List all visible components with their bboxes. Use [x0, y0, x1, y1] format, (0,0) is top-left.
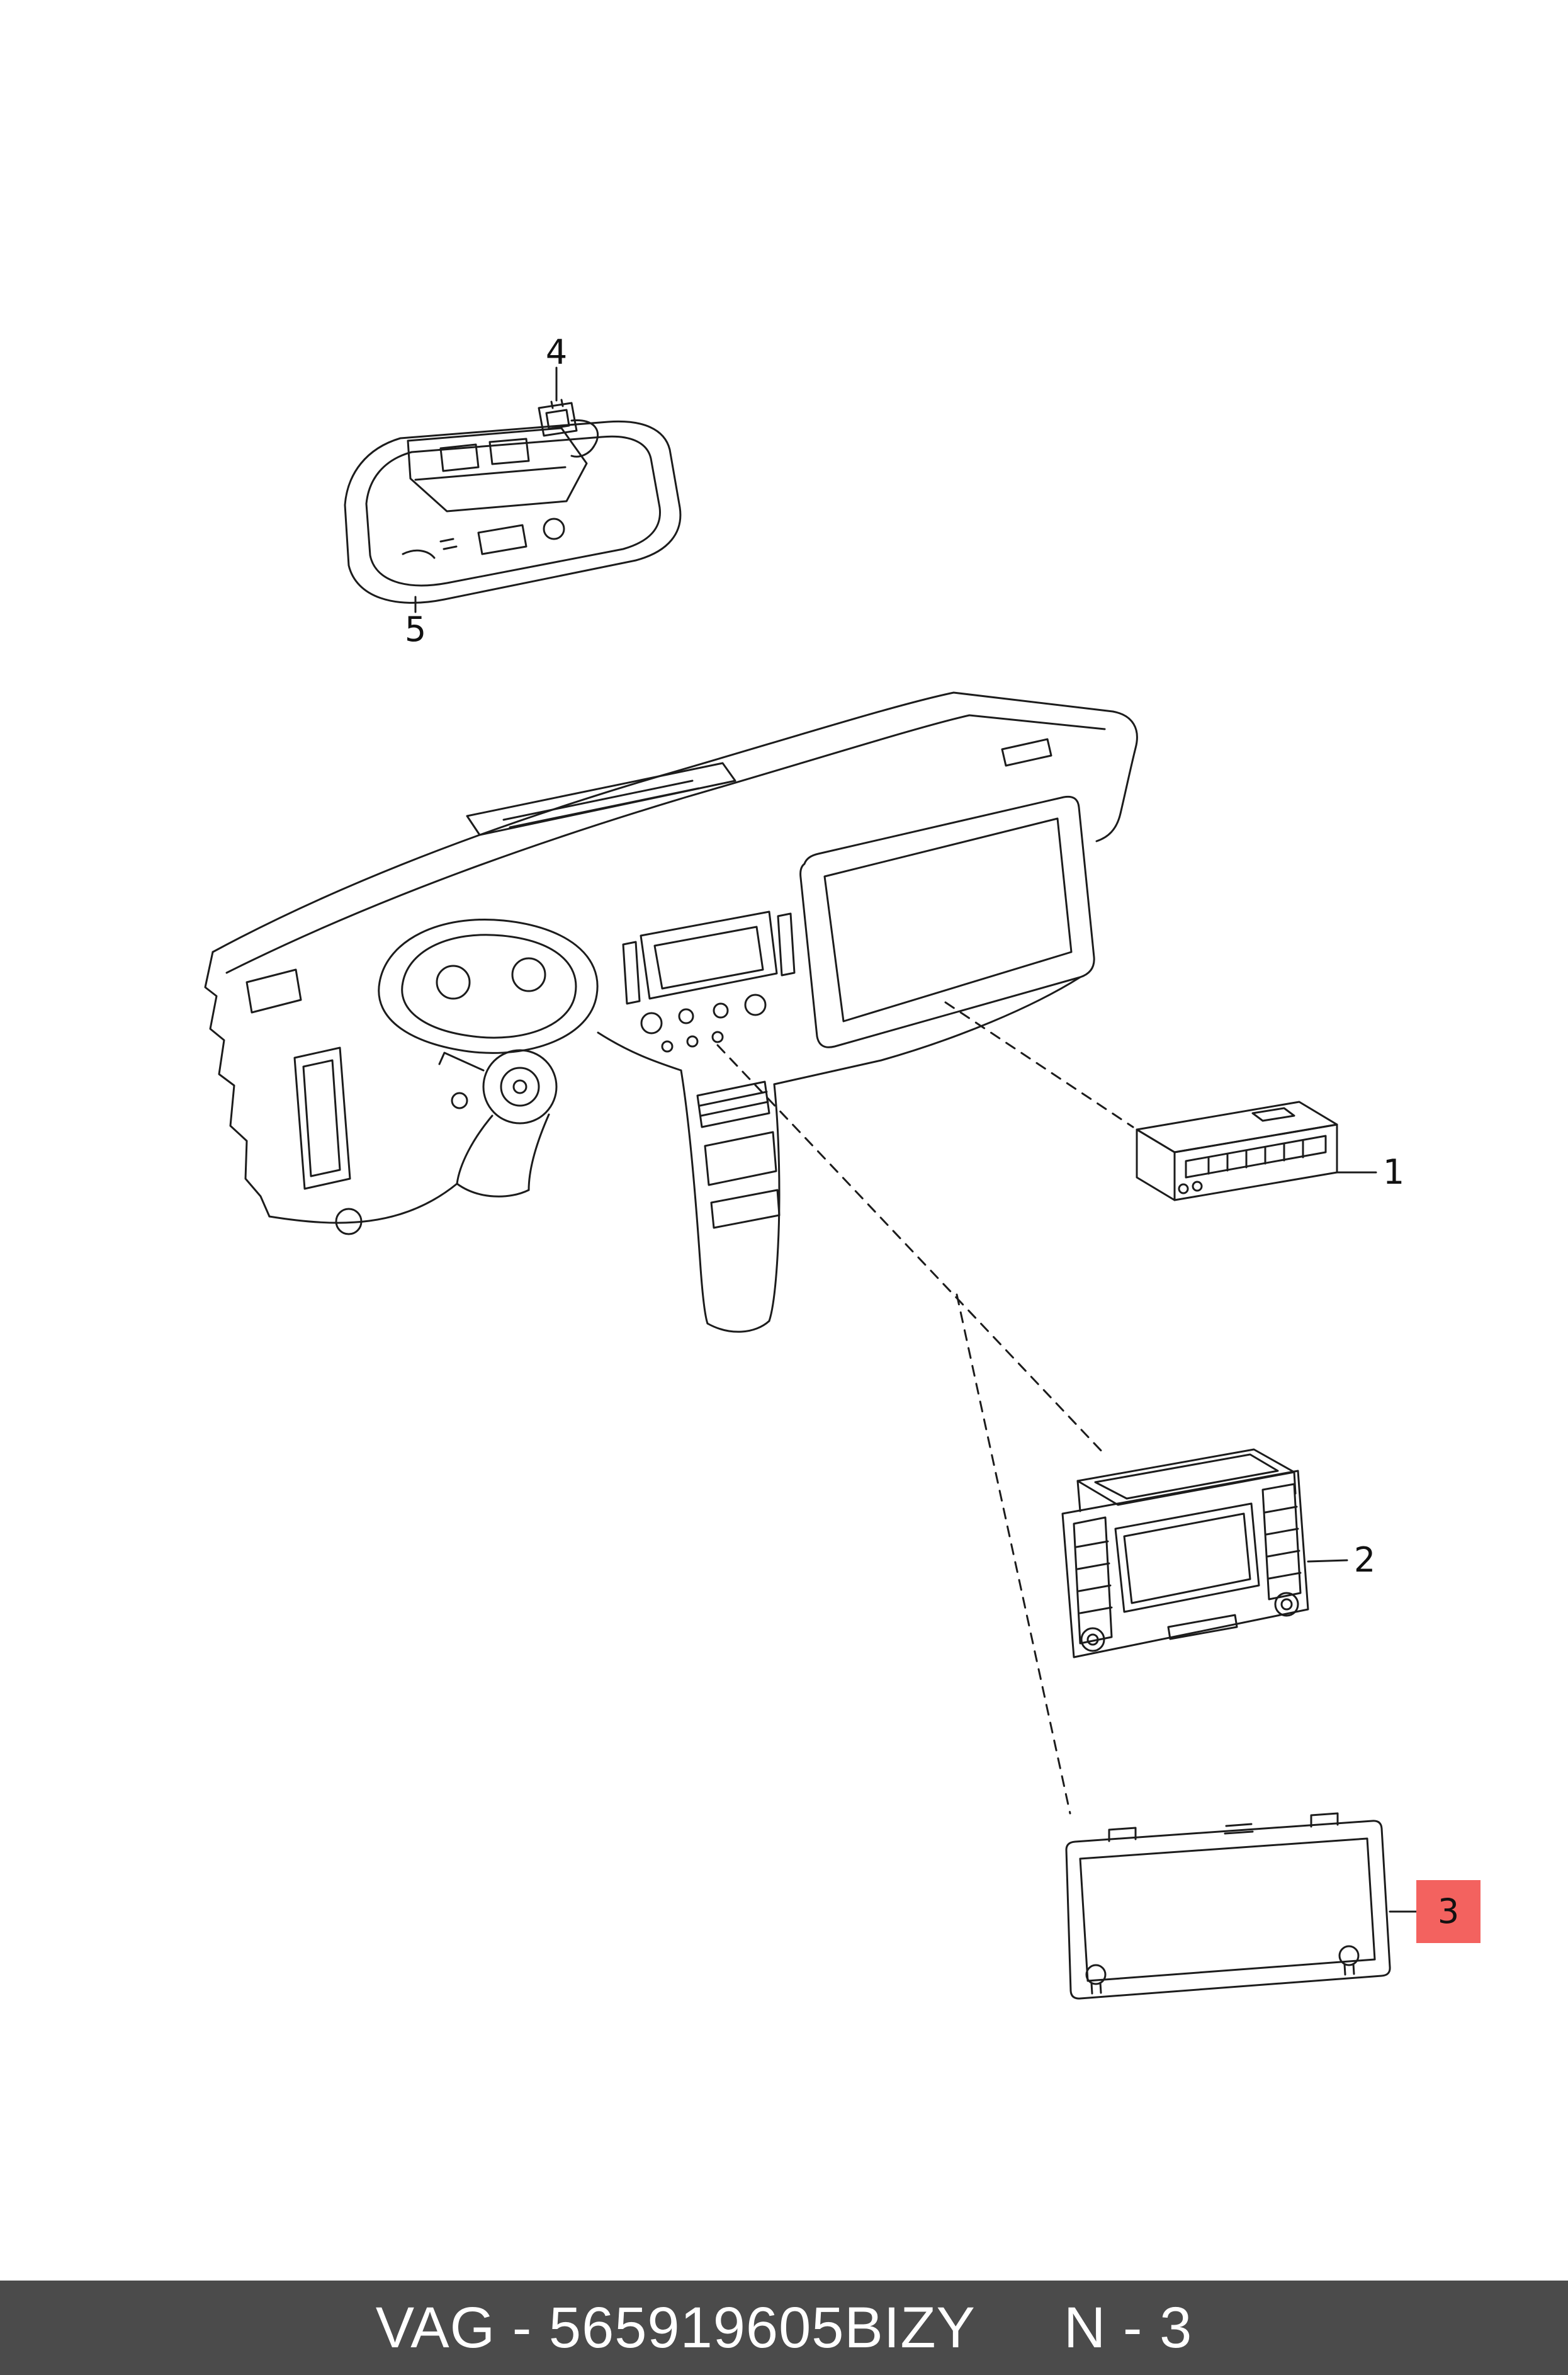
footer-page-ref: N - 3 [1063, 2295, 1193, 2360]
callout-3-label[interactable]: 3 [1437, 1891, 1460, 1931]
dashed-locator-lines [716, 1001, 1134, 1815]
callout-2-label[interactable]: 2 [1353, 1540, 1376, 1580]
display-panel-3-drawing [1065, 1812, 1391, 2000]
callout-1-label[interactable]: 1 [1382, 1152, 1405, 1192]
footer-part-code: VAG - 565919605BIZY [375, 2295, 976, 2360]
overhead-console-drawing [344, 420, 682, 604]
dashboard-drawing [204, 691, 1138, 1333]
connector-drawing [538, 399, 599, 458]
radio-unit-1-drawing [1136, 1101, 1338, 1201]
callout-4-label[interactable]: 4 [545, 332, 568, 372]
callout-leader-lines [414, 366, 1418, 1913]
callout-5-label[interactable]: 5 [404, 609, 427, 649]
callout-3-highlight[interactable]: 3 [1416, 1880, 1481, 1943]
radio-unit-2-drawing [1061, 1448, 1309, 1658]
footer-bar: VAG - 565919605BIZY N - 3 [0, 2281, 1568, 2375]
